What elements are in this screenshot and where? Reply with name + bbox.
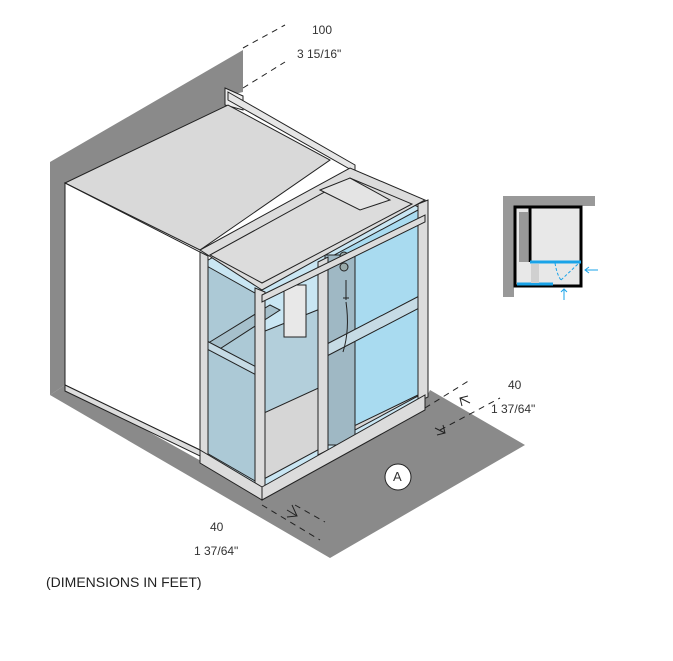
roof — [63, 104, 331, 251]
wall-shadow — [50, 50, 243, 395]
width-dimension-value: 40 — [210, 520, 224, 534]
marker-a-circle — [384, 463, 412, 491]
width-dimension-imperial: 1 37/64" — [194, 544, 239, 558]
hand-shower — [342, 280, 349, 353]
height-dimension-value: 100 — [312, 23, 333, 37]
units-note: (DIMENSIONS IN FEET) — [46, 574, 202, 590]
floor-shadow — [50, 385, 525, 558]
plan-inset — [503, 196, 598, 300]
left-glass — [204, 264, 263, 486]
depth-dimension-value: 40 — [508, 378, 522, 392]
seat-backrest — [283, 284, 307, 338]
dimension-arrows — [286, 395, 471, 518]
dimension-lines — [242, 24, 501, 541]
depth-dimension-imperial: 1 37/64" — [491, 402, 536, 416]
marker-a-label: A — [393, 469, 402, 484]
height-dimension-imperial: 3 15/16" — [297, 47, 342, 61]
